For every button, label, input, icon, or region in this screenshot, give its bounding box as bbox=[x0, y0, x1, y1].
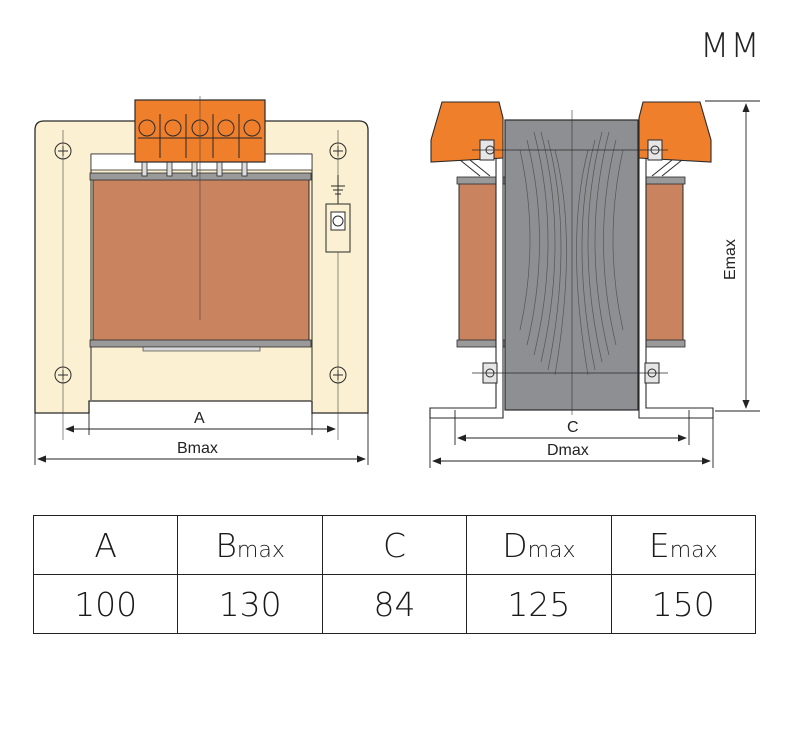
table-header-cell: Emax bbox=[610, 515, 757, 575]
dim-label-emax: Emax bbox=[722, 239, 739, 280]
table-header-cell: C bbox=[321, 515, 468, 575]
earth-terminal bbox=[325, 175, 351, 253]
front-view bbox=[34, 96, 369, 440]
table-cell: 84 bbox=[321, 574, 468, 634]
dim-label-dmax: Dmax bbox=[547, 442, 589, 459]
unit-label: MM bbox=[700, 26, 761, 66]
dimension-table: A Bmax C Dmax Emax 100 130 84 125 150 bbox=[32, 515, 757, 634]
table-header-cell: Dmax bbox=[466, 515, 612, 575]
dim-label-c: C bbox=[567, 419, 579, 436]
side-view bbox=[429, 101, 714, 419]
side-core bbox=[504, 119, 639, 411]
table-header-cell: Bmax bbox=[177, 515, 323, 575]
front-coil bbox=[92, 176, 310, 343]
side-dimensions bbox=[429, 100, 760, 468]
dim-label-bmax: Bmax bbox=[177, 440, 218, 457]
table-row: 100 130 84 125 150 bbox=[32, 574, 757, 634]
table-header-cell: A bbox=[32, 515, 179, 575]
table-cell: 150 bbox=[610, 574, 757, 634]
dim-label-a: A bbox=[194, 410, 205, 427]
transformer-drawing: A Bmax bbox=[34, 96, 760, 468]
table-cell: 125 bbox=[466, 574, 612, 634]
table-header-row: A Bmax C Dmax Emax bbox=[32, 515, 757, 575]
table-cell: 100 bbox=[32, 574, 179, 634]
front-dimensions bbox=[34, 412, 369, 465]
table-cell: 130 bbox=[177, 574, 323, 634]
